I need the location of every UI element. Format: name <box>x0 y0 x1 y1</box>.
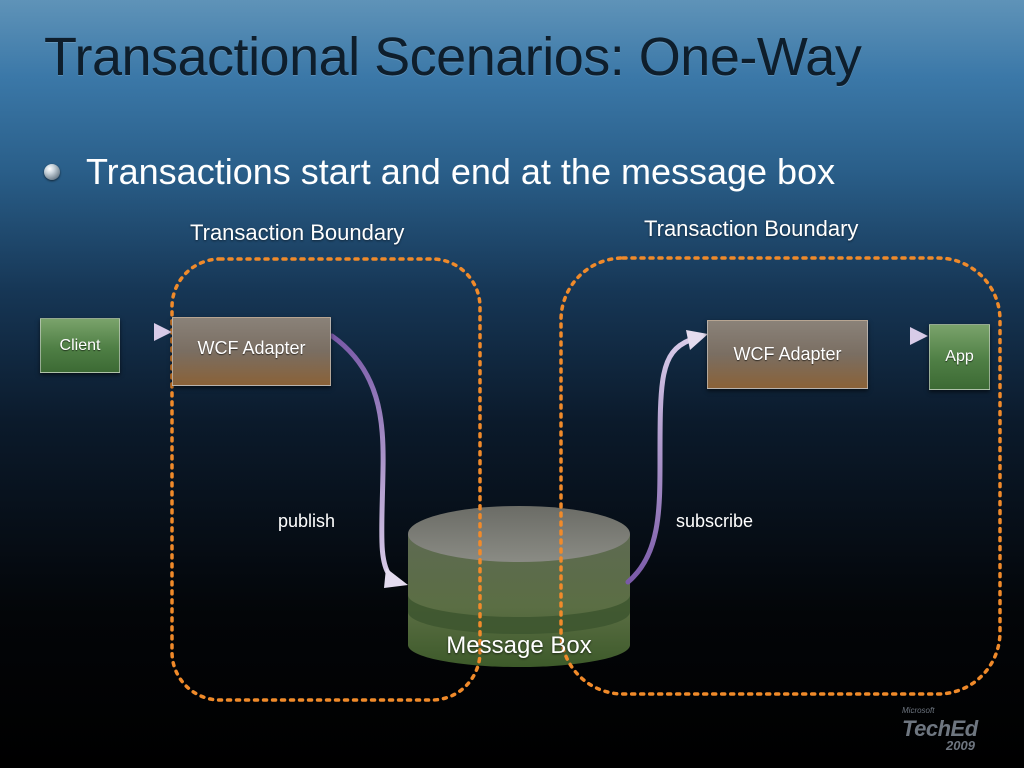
app-node: App <box>929 324 990 390</box>
client-node: Client <box>40 318 120 373</box>
arrow-subscribe <box>625 330 708 585</box>
app-node-label: App <box>945 348 974 365</box>
bullet-dot-icon <box>44 164 60 180</box>
arrow-publish <box>329 333 408 588</box>
logo-top-text: Microsoft <box>902 706 935 715</box>
boundary-label-right: Transaction Boundary <box>644 216 859 241</box>
message-box-cylinder <box>408 506 630 667</box>
wcf-adapter-left-node: WCF Adapter <box>172 317 331 386</box>
transaction-boundary-right <box>559 256 1002 696</box>
logo-main-text: TechEd <box>902 716 978 741</box>
wcf-adapter-left-label: WCF Adapter <box>197 338 306 358</box>
teched-logo: Microsoft TechEd 2009 <box>896 704 992 756</box>
arrow-client-to-wcf <box>120 323 172 341</box>
subscribe-label: subscribe <box>676 511 754 531</box>
message-box-label: Message Box <box>446 632 592 659</box>
bullet-text: Transactions start and end at the messag… <box>86 151 836 192</box>
bullet-item: Transactions start and end at the messag… <box>44 150 835 194</box>
client-node-label: Client <box>59 337 101 354</box>
arrow-wcf-to-app <box>868 327 928 345</box>
wcf-adapter-right-label: WCF Adapter <box>733 344 842 364</box>
slide-title: Transactional Scenarios: One-Way <box>44 27 862 87</box>
transaction-boundary-left <box>170 257 482 702</box>
logo-year-text: 2009 <box>946 738 975 753</box>
boundary-label-left: Transaction Boundary <box>190 220 405 245</box>
wcf-adapter-right-node: WCF Adapter <box>707 320 868 389</box>
publish-label: publish <box>278 511 336 531</box>
